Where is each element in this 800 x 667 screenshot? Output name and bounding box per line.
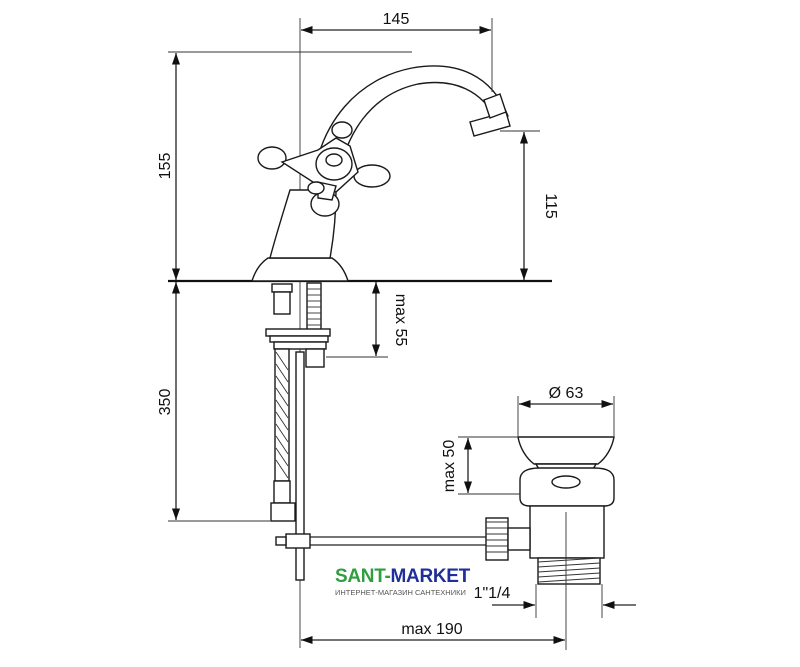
dim-label-max-190: max 190 (401, 621, 462, 638)
dim-drain-diameter: Ø 63 (517, 385, 615, 436)
dim-label-155: 155 (157, 153, 174, 180)
dim-label-diameter-63: Ø 63 (549, 385, 584, 402)
faucet-body (251, 65, 511, 282)
dim-below-deck: 350 (157, 282, 270, 522)
watermark-brand-part2: MARKET (390, 566, 471, 587)
watermark-brand-part1: SANT- (335, 566, 391, 587)
dim-label-max-50: max 50 (441, 440, 458, 493)
popup-drain (485, 436, 615, 650)
watermark-logo: SANT-MARKET (335, 566, 475, 588)
dim-drain-height: max 50 (441, 436, 520, 495)
dim-label-350: 350 (157, 389, 174, 416)
dim-spout-height: 115 (500, 130, 559, 280)
dim-rod-length: max 190 (301, 621, 565, 645)
dim-drain-thread: 1"1/4 (474, 584, 636, 618)
dim-spout-reach: 145 (301, 11, 493, 92)
dim-label-145: 145 (383, 11, 410, 28)
dim-label-thread: 1"1/4 (474, 585, 511, 602)
watermark-tagline: ИНТЕРНЕТ-МАГАЗИН САНТЕХНИКИ (335, 588, 466, 597)
dim-deck-thickness: max 55 (326, 282, 409, 358)
sant-market-watermark: SANT-MARKET ИНТЕРНЕТ-МАГАЗИН САНТЕХНИКИ (335, 566, 475, 597)
cross-handle (257, 121, 391, 217)
dim-label-115: 115 (542, 193, 559, 219)
mounting-assembly (265, 282, 486, 581)
dim-overall-height: 155 (157, 51, 412, 280)
dim-label-max-55: max 55 (392, 294, 409, 347)
